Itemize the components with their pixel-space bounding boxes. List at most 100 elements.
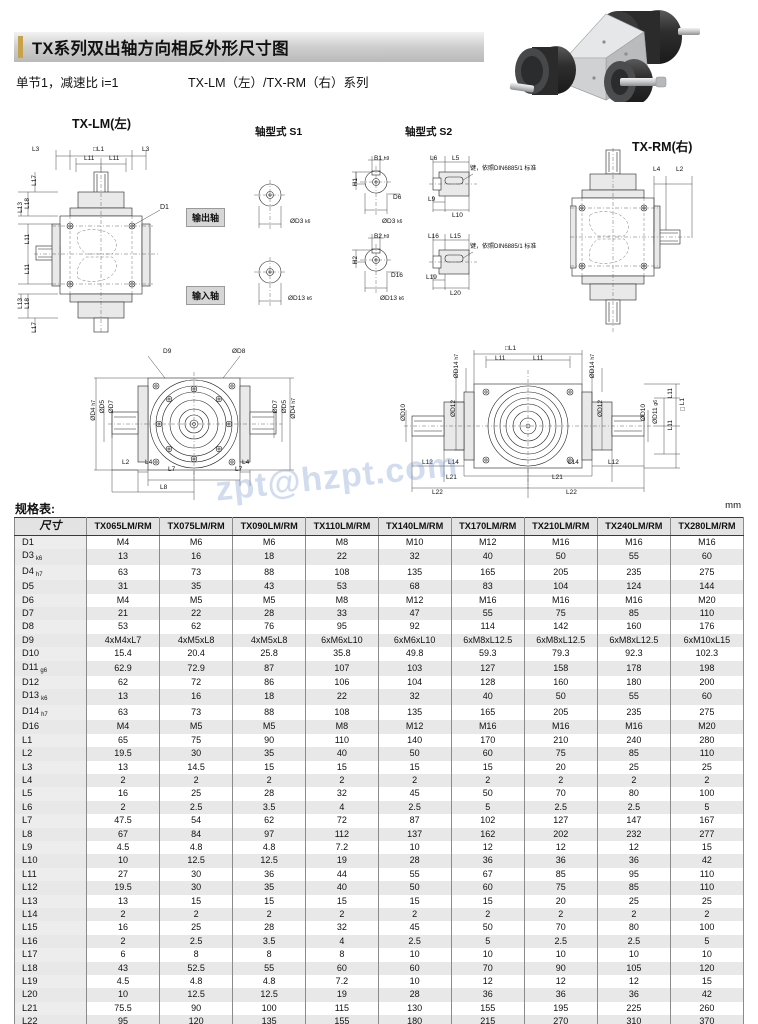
dim-label-l11-a: L11 (84, 155, 95, 162)
cell-r2-c4: 135 (377, 564, 452, 581)
cell-r32-c3: 7.2 (305, 975, 379, 989)
cell-r14-c1: 75 (159, 733, 234, 748)
row-label-d9: D9 (14, 633, 87, 648)
cell-r26-c5: 15 (450, 894, 525, 908)
row-label-l20: L20 (14, 988, 87, 1002)
cell-r32-c6: 12 (523, 975, 598, 989)
row-label-l21: L21 (14, 1001, 87, 1016)
cell-r18-c0: 16 (85, 787, 161, 801)
cell-r23-c4: 28 (377, 854, 452, 868)
cell-r2-c6: 205 (523, 564, 598, 581)
row-label-l10: L10 (14, 854, 87, 868)
dim-label-h2: H2 (352, 256, 359, 265)
cell-r24-c8: 110 (669, 867, 745, 882)
cell-r4-c4: M12 (377, 593, 452, 608)
row-label-l18: L18 (14, 961, 87, 975)
din-note-output: 键，依照DIN6885/1 标准 (470, 166, 537, 172)
cell-r11-c1: 16 (159, 689, 234, 705)
page-title: TX系列双出轴方向相反外形尺寸图 (32, 40, 289, 58)
cell-r22-c3: 7.2 (305, 840, 379, 855)
dim-label-l18-bot: L18 (24, 298, 31, 309)
cell-r12-c7: 235 (596, 704, 671, 721)
dim-label-od12-left: ØD12 (450, 400, 457, 417)
cell-r34-c6: 195 (523, 1001, 598, 1016)
row-label-d5: D5 (14, 580, 87, 594)
cell-r20-c7: 147 (596, 814, 671, 828)
cell-r11-c2: 18 (232, 689, 307, 705)
cell-r15-c2: 35 (232, 747, 307, 761)
cell-r0-c0: M4 (85, 535, 161, 550)
cell-r16-c8: 25 (669, 760, 745, 774)
cell-r6-c3: 95 (305, 620, 379, 634)
row-label-l5: L5 (14, 787, 87, 801)
cell-r18-c3: 32 (305, 787, 379, 801)
cell-r27-c0: 2 (85, 907, 161, 922)
cell-r26-c2: 15 (232, 894, 307, 908)
cell-r21-c8: 277 (669, 827, 745, 841)
cell-r25-c7: 85 (596, 881, 671, 895)
dim-label-od13-s1: ØD13 k6 (288, 295, 313, 302)
cell-r28-c0: 16 (85, 921, 161, 935)
cell-r21-c0: 67 (85, 827, 161, 841)
cell-r28-c8: 100 (669, 921, 745, 935)
cell-r13-c4: M12 (377, 720, 452, 734)
header-dimension: 尺寸 (14, 517, 87, 536)
cell-r2-c8: 275 (669, 564, 745, 581)
cell-r30-c8: 10 (669, 948, 745, 962)
cell-r14-c0: 65 (85, 733, 161, 748)
cell-r9-c7: 178 (596, 660, 671, 677)
row-label-d12: D12 (14, 676, 87, 690)
cell-r20-c0: 47.5 (85, 814, 161, 828)
cell-r24-c2: 36 (232, 867, 307, 882)
cell-r31-c4: 60 (377, 961, 452, 975)
spec-table-header-row: 尺寸 TX065LM/RM TX075LM/RM TX090LM/RM TX11… (14, 517, 745, 536)
row-label-d16: D16 (14, 720, 87, 734)
cell-r10-c1: 72 (159, 676, 234, 690)
cell-r5-c1: 22 (159, 607, 234, 621)
cell-r18-c8: 100 (669, 787, 745, 801)
cell-r5-c7: 85 (596, 607, 671, 621)
cell-r27-c2: 2 (232, 907, 307, 922)
cell-r18-c5: 50 (450, 787, 525, 801)
cell-r23-c5: 36 (450, 854, 525, 868)
cell-r6-c8: 176 (669, 620, 745, 634)
drawing-rm (570, 148, 755, 338)
cell-r4-c0: M4 (85, 593, 161, 608)
row-label-l1: L1 (14, 733, 87, 748)
dim-label-l7-right: L7 (235, 466, 243, 473)
cell-r31-c0: 43 (85, 961, 161, 975)
row-label-l13: L13 (14, 894, 87, 908)
cell-r14-c7: 240 (596, 733, 671, 748)
cell-r9-c2: 87 (232, 660, 307, 677)
cell-r6-c2: 76 (232, 620, 307, 634)
dim-label-od10-left: ØD10 (400, 404, 407, 421)
cell-r11-c3: 22 (305, 689, 379, 705)
row-label-l6: L6 (14, 800, 87, 815)
cell-r3-c5: 83 (450, 580, 525, 594)
dim-label-l12-left: L12 (422, 459, 433, 466)
cell-r1-c2: 18 (232, 549, 307, 565)
cell-r9-c0: 62.9 (85, 660, 161, 677)
row-label-l19: L19 (14, 975, 87, 989)
cell-r6-c6: 142 (523, 620, 598, 634)
cell-r26-c8: 25 (669, 894, 745, 908)
cell-r17-c7: 2 (596, 773, 671, 788)
row-label-d6: D6 (14, 593, 87, 608)
cell-r19-c1: 2.5 (159, 800, 234, 815)
cell-r7-c7: 6xM8xL12.5 (596, 633, 671, 648)
row-label-l11: L11 (14, 867, 87, 882)
cell-r34-c5: 155 (450, 1001, 525, 1016)
cell-r21-c5: 162 (450, 827, 525, 841)
cell-r35-c5: 215 (450, 1015, 525, 1024)
cell-r26-c1: 15 (159, 894, 234, 908)
cell-r3-c4: 68 (377, 580, 452, 594)
row-label-d8: D8 (14, 620, 87, 634)
dim-label-l15: L15 (450, 233, 461, 240)
cell-r9-c5: 127 (450, 660, 525, 677)
cell-r35-c6: 270 (523, 1015, 598, 1024)
dim-label-l5: L5 (452, 155, 460, 162)
